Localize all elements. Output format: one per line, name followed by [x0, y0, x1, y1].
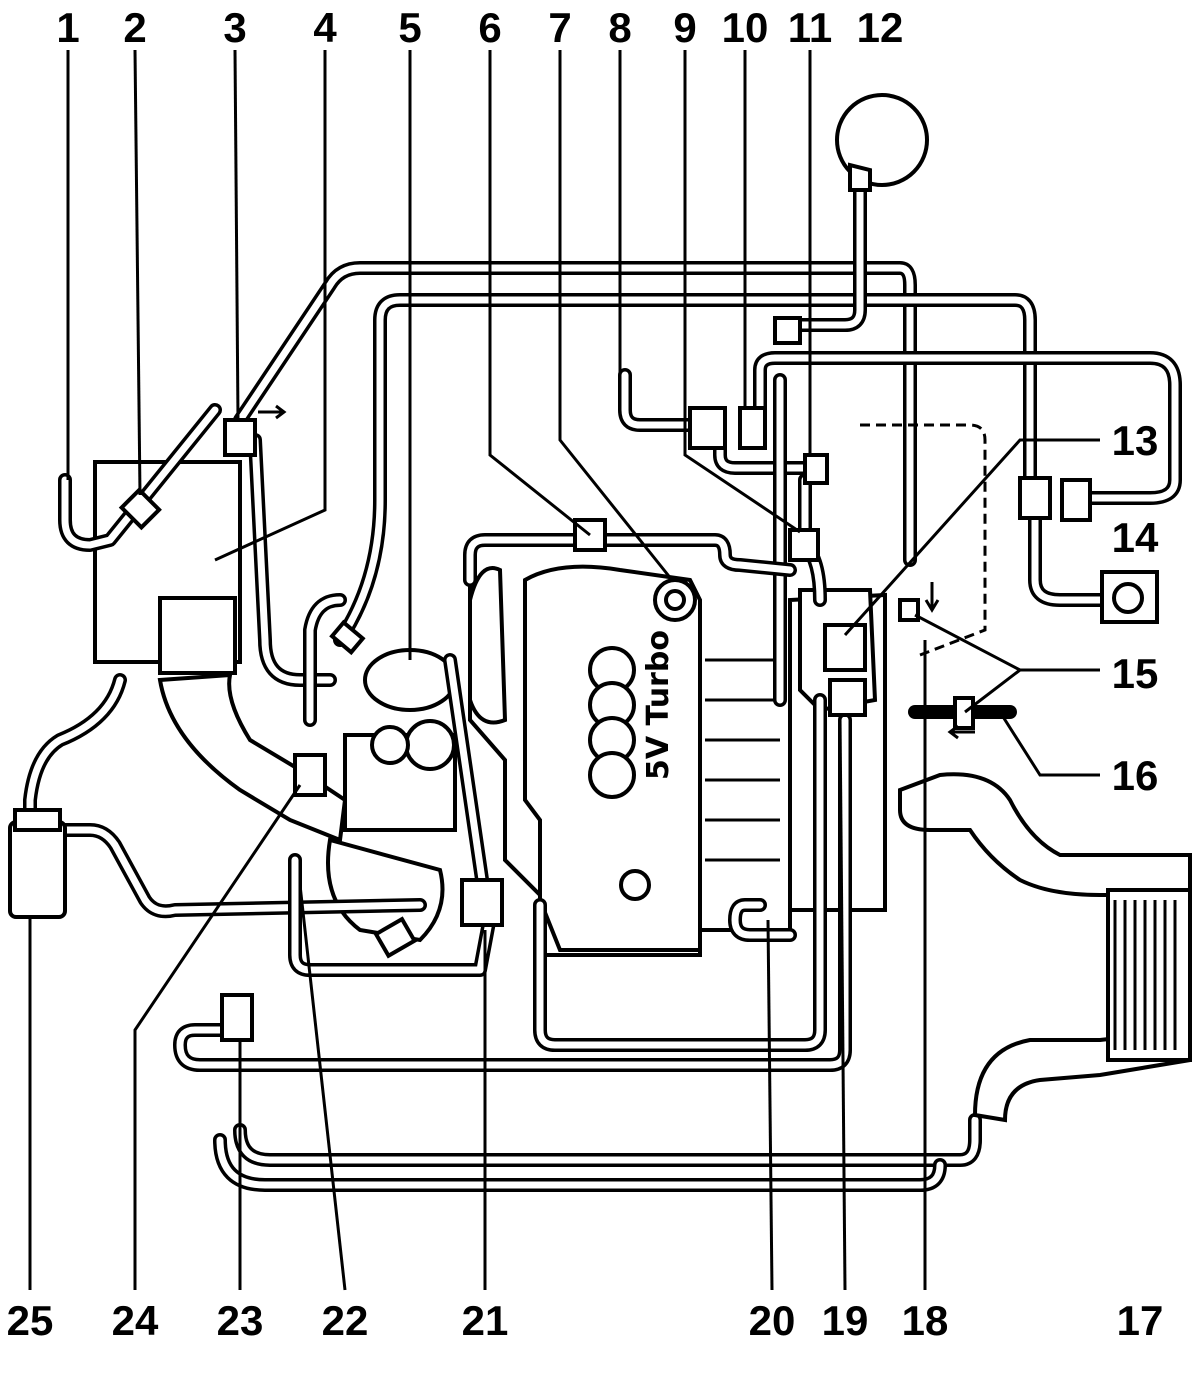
callout-22: 22 [322, 1297, 369, 1344]
pressure-sensor-14 [1100, 570, 1159, 624]
callout-21: 21 [462, 1297, 509, 1344]
callout-5: 5 [398, 4, 421, 51]
callout-13: 13 [1112, 417, 1159, 464]
audi-rings-logo [588, 646, 636, 799]
valves [118, 316, 1092, 1042]
callout-2: 2 [123, 4, 146, 51]
callout-20: 20 [749, 1297, 796, 1344]
engine-block: 5V Turbo [468, 540, 887, 957]
callout-15: 15 [1112, 650, 1159, 697]
intercooler-ducting [898, 772, 1192, 1123]
callout-10: 10 [722, 4, 769, 51]
callout-25: 25 [7, 1297, 54, 1344]
callout-19: 19 [822, 1297, 869, 1344]
callout-7: 7 [548, 4, 571, 51]
callout-9: 9 [673, 4, 696, 51]
vacuum-hoses [23, 173, 1182, 1192]
vacuum-reservoir [835, 93, 929, 192]
carbon-canister [8, 808, 67, 919]
dashed-hose-route [860, 423, 987, 657]
engine-label: 5V Turbo [641, 630, 676, 780]
callout-12: 12 [857, 4, 904, 51]
callout-14: 14 [1112, 514, 1159, 561]
turbocharger [326, 719, 456, 943]
callout-8: 8 [608, 4, 631, 51]
callout-4: 4 [313, 4, 337, 51]
callout-1: 1 [56, 4, 79, 51]
callout-3: 3 [223, 4, 246, 51]
callout-numbers: 1 2 3 4 5 6 7 8 9 10 11 12 13 14 15 16 1… [7, 4, 1164, 1344]
callout-11: 11 [788, 4, 832, 51]
callout-23: 23 [217, 1297, 264, 1344]
callout-24: 24 [112, 1297, 159, 1344]
callout-16: 16 [1112, 752, 1159, 799]
callout-6: 6 [478, 4, 501, 51]
callout-18: 18 [902, 1297, 949, 1344]
leader-lines [28, 49, 1100, 1291]
callout-17: 17 [1117, 1297, 1164, 1344]
